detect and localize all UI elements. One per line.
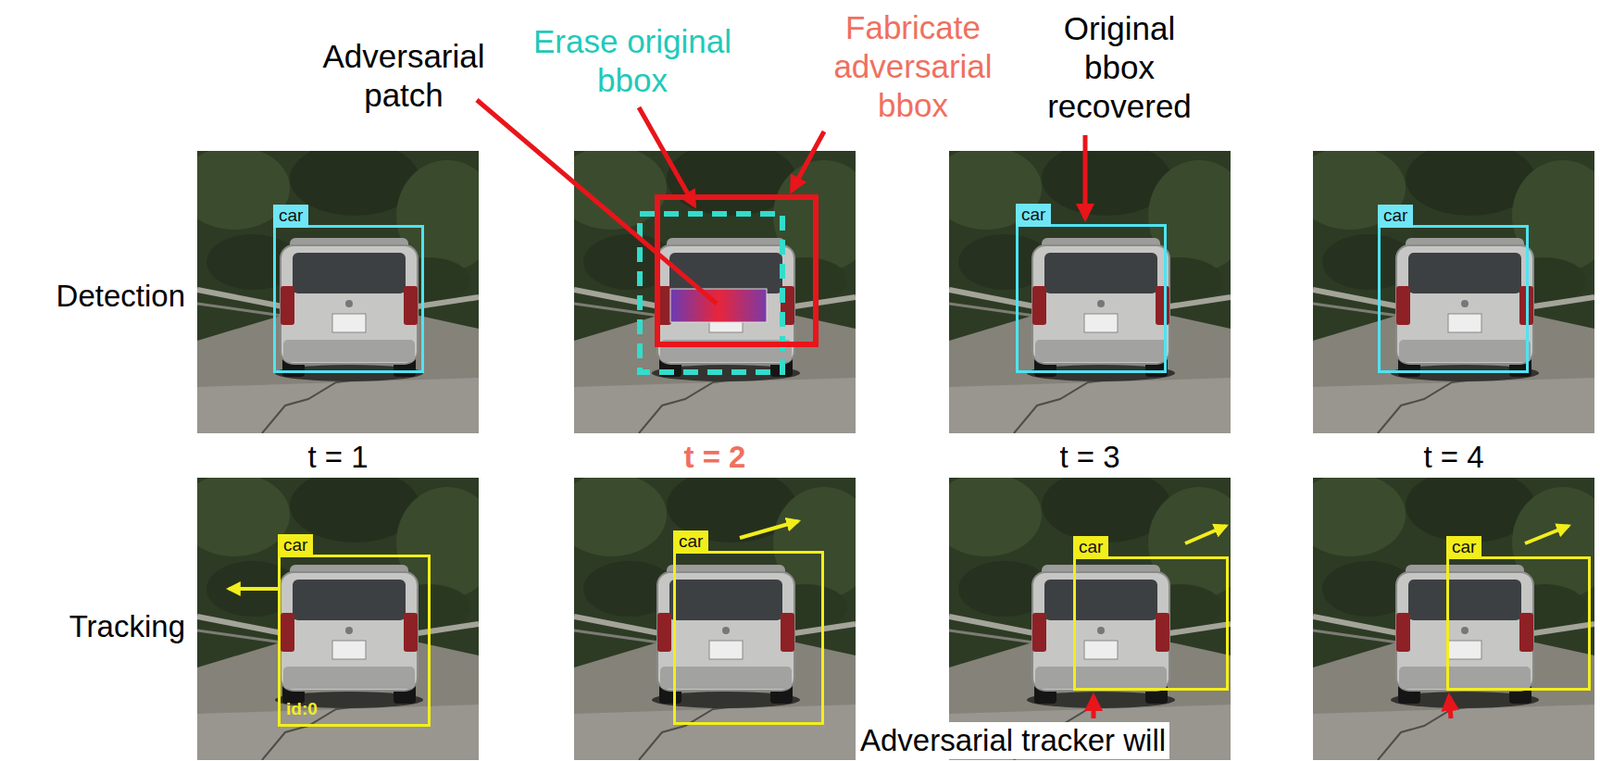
class-label: car xyxy=(1446,536,1482,560)
video-frame xyxy=(178,141,499,434)
tracking-bbox: car xyxy=(673,550,825,725)
leader-line xyxy=(476,100,717,304)
class-label: car xyxy=(673,530,709,554)
tracking-bbox: car xyxy=(1073,556,1229,691)
callout-label: Adversarial patch xyxy=(301,37,506,115)
callout-label: Adversarial tracker will xyxy=(856,722,1170,760)
callout-label: Original bbox recovered xyxy=(1036,9,1203,126)
video-frame xyxy=(930,468,1250,761)
video-frame xyxy=(1294,468,1600,761)
detection-bbox: car xyxy=(1015,224,1167,374)
class-label: car xyxy=(1073,536,1109,560)
motion-arrow xyxy=(739,521,799,538)
leader-line xyxy=(1449,696,1451,719)
detection-bbox: car xyxy=(1377,225,1529,374)
video-frame xyxy=(555,141,875,434)
motion-arrow xyxy=(1185,525,1226,544)
row-label: Tracking xyxy=(0,608,186,646)
leader-line xyxy=(638,107,695,206)
time-label: t = 1 xyxy=(245,438,431,476)
callout-label: Fabricate adversarial bbox xyxy=(820,8,1006,125)
leader-line xyxy=(1083,135,1088,219)
class-label: car xyxy=(1015,203,1051,227)
tracking-bbox: car xyxy=(1446,556,1591,691)
time-label: t = 4 xyxy=(1361,438,1547,476)
time-label: t = 3 xyxy=(997,438,1183,476)
video-frames xyxy=(178,141,1600,761)
class-label: car xyxy=(273,204,309,228)
tracking-bbox: carid:0 xyxy=(277,554,431,727)
detection-bbox: car xyxy=(273,225,425,374)
video-frame xyxy=(178,468,499,761)
video-frame xyxy=(930,141,1250,434)
track-id: id:0 xyxy=(286,699,318,721)
callout-label: Erase original bbox xyxy=(521,22,744,100)
leader-line xyxy=(791,131,825,191)
class-label: car xyxy=(277,534,313,558)
leader-line xyxy=(1091,696,1097,719)
time-label: t = 2 xyxy=(622,438,808,476)
video-frame xyxy=(555,468,875,761)
motion-arrow xyxy=(1525,525,1569,544)
video-frame xyxy=(1294,141,1600,434)
erased-bbox xyxy=(639,213,783,373)
class-label: car xyxy=(1377,204,1413,228)
motion-arrow xyxy=(228,587,278,591)
adversarial-patch xyxy=(670,288,767,323)
row-label: Detection xyxy=(0,277,186,315)
